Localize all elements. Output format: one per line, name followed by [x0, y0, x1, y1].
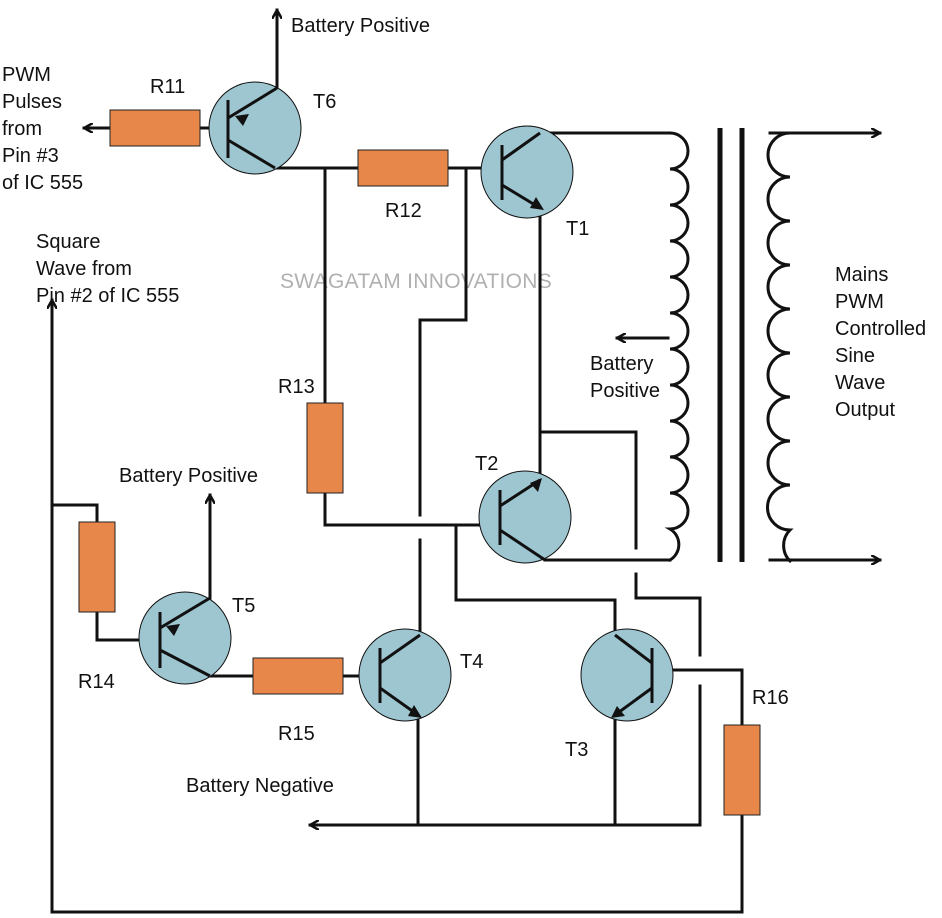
label-pwm-3: from: [2, 118, 42, 140]
label-battery-positive-mid-1: Battery: [590, 353, 653, 375]
wire-t2-t3: [454, 523, 617, 637]
label-pwm-5: of IC 555: [2, 172, 83, 194]
wire-t1-base-branch: [418, 166, 468, 517]
wire-center-tap-r16: [634, 596, 702, 657]
label-pwm-2: Pulses: [2, 91, 62, 113]
resistor-r14: [78, 521, 116, 613]
transistor-t1: [480, 125, 574, 219]
resistor-r12: [357, 149, 449, 187]
wiring: [50, 8, 882, 914]
label-battery-negative: Battery Negative: [186, 775, 334, 797]
label-battery-positive-t5: Battery Positive: [119, 465, 258, 487]
label-r11: R11: [150, 76, 185, 98]
label-output-2: PWM: [835, 291, 884, 313]
transformer-primary-coil: [664, 131, 690, 563]
wire-t3-r16: [670, 668, 744, 727]
label-output-5: Wave: [835, 372, 885, 394]
label-square-3: Pin #2 of IC 555: [36, 285, 179, 307]
label-pwm-4: Pin #3: [2, 145, 59, 167]
resistor-r13: [306, 402, 344, 494]
transistors: [138, 81, 674, 722]
label-t3: T3: [565, 739, 588, 761]
label-r16: R16: [752, 687, 789, 709]
label-square-2: Wave from: [36, 258, 132, 280]
label-output-1: Mains: [835, 264, 888, 286]
label-output-6: Output: [835, 399, 895, 421]
label-t2: T2: [475, 453, 498, 475]
transistor-t5: [138, 591, 232, 685]
label-pwm-1: PWM: [2, 64, 51, 86]
label-battery-positive-top: Battery Positive: [291, 15, 430, 37]
label-t6: T6: [313, 91, 336, 113]
transistor-t4: [358, 628, 452, 722]
transistor-t2: [478, 470, 572, 564]
label-r12: R12: [385, 200, 422, 222]
transistor-t3: [580, 628, 674, 722]
wire-square-wave-loop: [52, 298, 744, 914]
watermark: SWAGATAM INNOVATIONS: [280, 270, 552, 293]
label-r13: R13: [278, 376, 315, 398]
resistor-r16: [723, 724, 761, 816]
label-t1: T1: [566, 218, 589, 240]
label-t4: T4: [460, 651, 483, 673]
wire-square-r14: [50, 503, 99, 524]
label-output-3: Controlled: [835, 318, 926, 340]
label-r15: R15: [278, 723, 315, 745]
transformer: [664, 128, 794, 564]
label-t5: T5: [232, 595, 255, 617]
resistor-r15: [252, 657, 344, 695]
label-r14: R14: [78, 671, 115, 693]
label-square-1: Square: [36, 231, 101, 253]
component-labels: R11 R12 R13 R14 R15 R16 T1 T2 T3 T4 T5 T…: [78, 76, 789, 761]
label-battery-positive-mid-2: Positive: [590, 380, 660, 402]
transformer-secondary-coil: [766, 131, 794, 564]
wire-r13-t2: [323, 491, 487, 527]
signal-labels: Battery Positive Battery Positive Batter…: [2, 15, 926, 797]
resistor-r11: [109, 109, 201, 147]
wire-r14-t5: [95, 610, 150, 642]
resistors: [78, 109, 761, 816]
label-output-4: Sine: [835, 345, 875, 367]
transistor-t6: [208, 81, 302, 175]
wire-center-tap: [538, 430, 638, 550]
